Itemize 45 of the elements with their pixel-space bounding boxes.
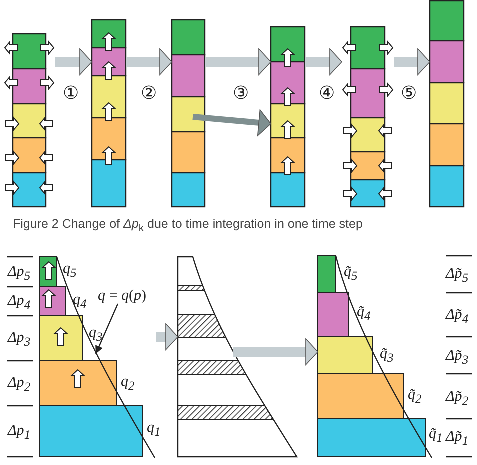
figure-caption: Figure 2 Change of Δp$_{k}$ due to time integration in one time step <box>13 218 363 235</box>
layer-thickness-label: Δp$_{4}$ <box>8 294 31 312</box>
hatched-profile-drawing <box>177 256 298 458</box>
layer-thickness-label: Δp̃$_{3}$ <box>446 349 469 366</box>
arrow <box>192 110 272 136</box>
step-number: ② <box>140 84 158 102</box>
step-number: ③ <box>232 84 250 102</box>
value-label: q̃$_{4}$ <box>357 305 371 322</box>
leader-line <box>95 304 119 354</box>
layer-thickness-label: Δp$_{1}$ <box>8 424 31 442</box>
step-number: ⑤ <box>400 84 418 102</box>
layer-thickness-label: Δp̃$_{4}$ <box>446 308 469 326</box>
layer-thickness-label: Δp$_{3}$ <box>8 331 31 348</box>
layer-thickness-label: Δp̃$_{2}$ <box>446 390 469 408</box>
arrow <box>126 48 172 76</box>
formula-label: q = q(p) <box>98 289 146 304</box>
arrow <box>234 338 318 366</box>
layer-thickness-label: Δp̃$_{1}$ <box>446 430 469 448</box>
step-number: ① <box>62 84 80 102</box>
layer-thickness-label: Δp$_{2}$ <box>8 376 31 394</box>
layer-thickness-label: Δp$_{5}$ <box>8 265 31 282</box>
step-number: ④ <box>318 84 336 102</box>
stacked-column-drawing <box>4 33 55 208</box>
value-label: q̃$_{5}$ <box>344 265 358 282</box>
arrow <box>394 48 430 76</box>
value-label: q$_{5}$ <box>63 262 77 280</box>
value-label: q̃$_{1}$ <box>429 427 443 444</box>
value-label: q̃$_{3}$ <box>380 347 394 364</box>
arrow <box>205 48 272 76</box>
layer-diagram-drawing <box>7 256 156 458</box>
stacked-column-drawing <box>270 26 306 208</box>
stacked-column-drawing <box>171 19 206 208</box>
value-label: q$_{4}$ <box>73 293 87 310</box>
stacked-column-drawing <box>91 19 127 208</box>
value-label: q$_{2}$ <box>121 375 135 392</box>
value-label: q$_{1}$ <box>147 421 161 438</box>
layer-thickness-label: Δp̃$_{5}$ <box>446 267 469 284</box>
arrow <box>156 324 178 350</box>
layer-diagram-drawing <box>318 255 472 458</box>
stacked-column-drawing <box>342 26 394 208</box>
stacked-column-drawing <box>429 0 465 208</box>
arrow <box>55 48 92 76</box>
value-label: q̃$_{2}$ <box>408 388 422 406</box>
value-label: q$_{3}$ <box>89 326 103 344</box>
arrow <box>305 48 342 76</box>
